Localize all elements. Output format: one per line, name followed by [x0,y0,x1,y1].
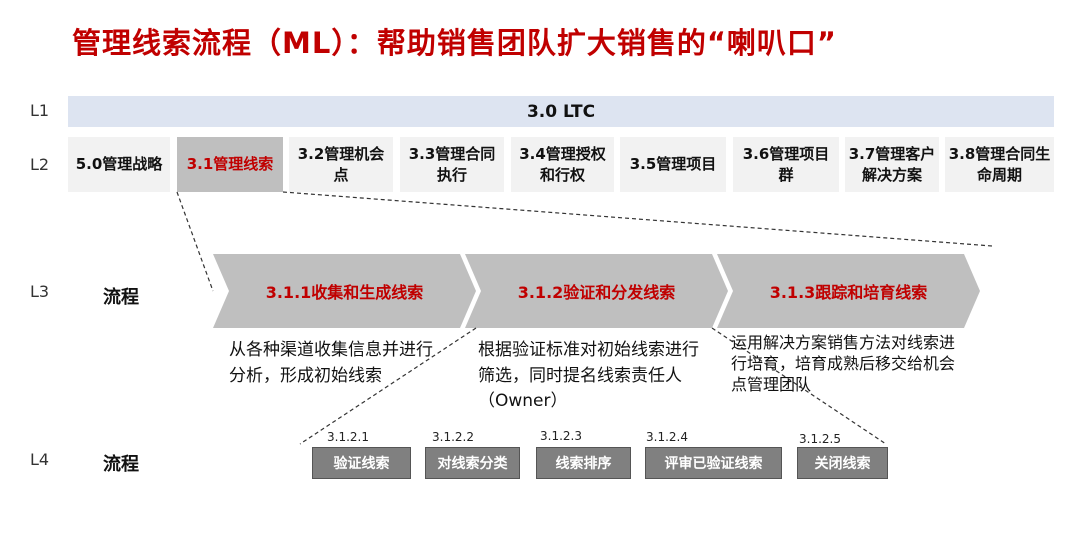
l2-item-authorization[interactable]: 3.4管理授权和行权 [511,137,614,192]
l3-process-validate[interactable]: 3.1.2验证和分发线索 [517,283,676,302]
l4-code-4: 3.1.2.4 [646,430,688,444]
l3-desc-collect: 从各种渠道收集信息并进行分析，形成初始线索 [229,340,433,386]
l4-step-review-verified[interactable]: 评审已验证线索 [645,447,782,479]
l2-item-strategy[interactable]: 5.0管理战略 [68,137,170,192]
l3-row-title: 流程 [103,287,139,308]
l3-desc-validate: 根据验证标准对初始线索进行筛选，同时提名线索责任人（Owner） [478,340,699,411]
l4-step-verify-lead[interactable]: 验证线索 [312,447,411,479]
dashed-line-right-l2-l3 [282,191,993,247]
l4-step-classify-lead[interactable]: 对线索分类 [425,447,520,479]
l4-step-close-lead[interactable]: 关闭线索 [797,447,888,479]
level-label-l4: L4 [30,450,50,469]
l4-code-5: 3.1.2.5 [799,432,841,446]
chevron-3-1-2 [465,254,728,328]
l2-item-program[interactable]: 3.6管理项目群 [733,137,839,192]
level-label-l1: L1 [30,101,50,120]
l3-process-nurture[interactable]: 3.1.3跟踪和培育线索 [769,283,928,302]
dashed-line-left-l2-l3 [176,191,214,292]
l3-process-collect[interactable]: 3.1.1收集和生成线索 [265,283,424,302]
chevron-3-1-3 [717,254,980,328]
l2-item-contract-exec[interactable]: 3.3管理合同执行 [400,137,504,192]
l2-item-manage-leads[interactable]: 3.1管理线索 [177,137,283,192]
l4-code-2: 3.1.2.2 [432,430,474,444]
l1-ltc-bar: 3.0 LTC [68,96,1054,127]
l4-step-rank-lead[interactable]: 线索排序 [536,447,631,479]
l4-code-1: 3.1.2.1 [327,430,369,444]
level-label-l3: L3 [30,282,50,301]
page-title: 管理线索流程（ML）：帮助销售团队扩大销售的“喇叭口” [72,26,837,60]
l2-item-project[interactable]: 3.5管理项目 [620,137,726,192]
l4-code-3: 3.1.2.3 [540,429,582,443]
l3-desc-nurture: 运用解决方案销售方法对线索进行培育，培育成熟后移交给机会点管理团队 [731,333,956,394]
l2-item-contract-lifecycle[interactable]: 3.8管理合同生命周期 [945,137,1054,192]
l2-item-solution[interactable]: 3.7管理客户解决方案 [845,137,939,192]
l2-item-opportunity[interactable]: 3.2管理机会点 [289,137,393,192]
level-label-l2: L2 [30,155,50,174]
l4-row-title: 流程 [103,454,139,475]
chevron-3-1-1 [213,254,476,328]
dashed-line-left-l3-l4 [299,327,477,445]
